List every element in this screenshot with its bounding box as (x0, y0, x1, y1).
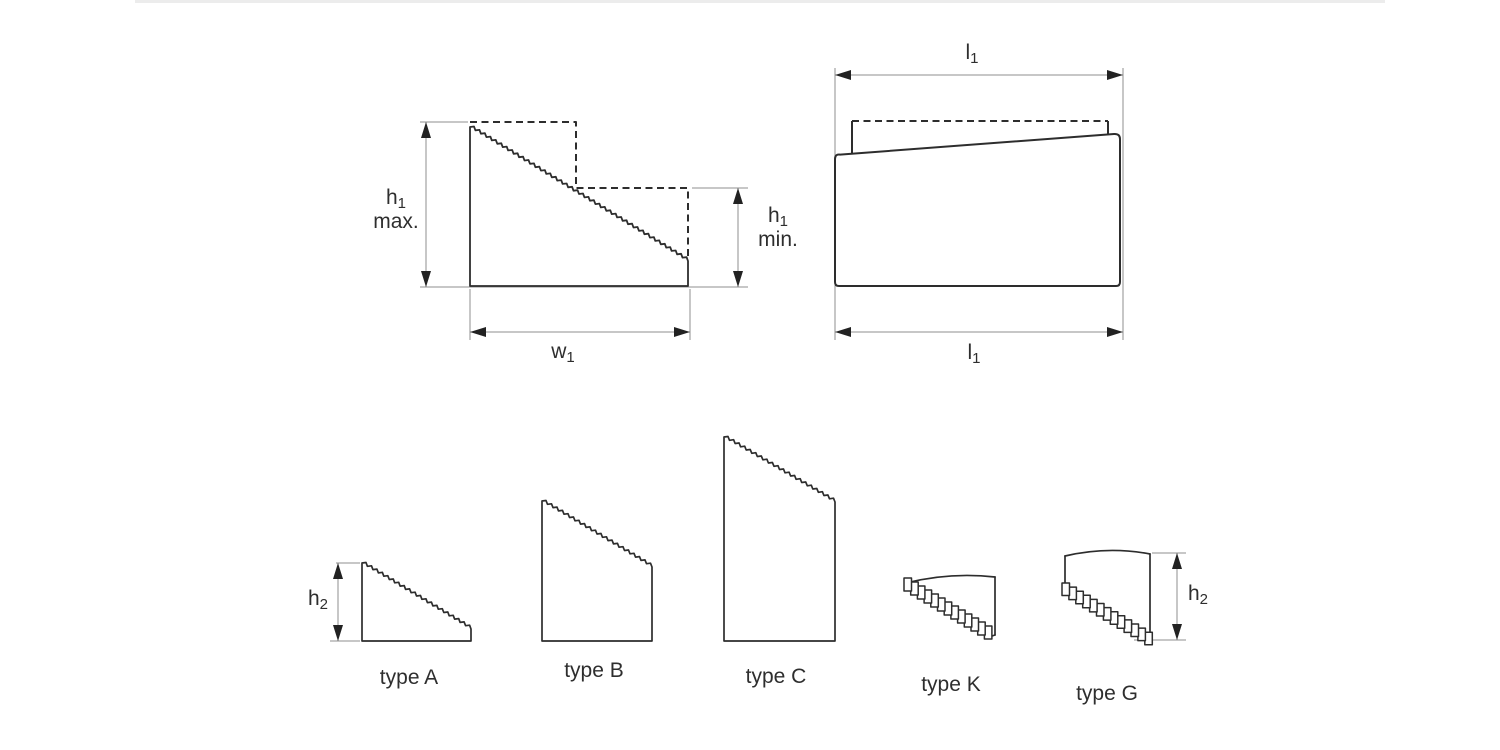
type-k-label: type K (921, 673, 981, 696)
l1-top-label: l1 (965, 41, 979, 67)
type-b-shape (541, 499, 653, 642)
type-b-label: type B (564, 659, 624, 682)
serration-tooth (1061, 582, 1071, 597)
h1-min-label: h1 min. (758, 204, 798, 251)
front-view-dashed-step (470, 121, 689, 260)
solid-shapes (361, 125, 1154, 646)
type-k-teeth (903, 577, 993, 640)
type-g-shape (1064, 549, 1151, 641)
type-a-shape (361, 561, 472, 642)
dashed-outlines (470, 120, 1108, 260)
l1-bottom-label: l1 (967, 341, 981, 367)
front-view-wedge (469, 125, 689, 287)
type-c-shape (723, 435, 836, 642)
side-view-body (834, 132, 1121, 287)
h2-right-label: h2 (1187, 582, 1209, 608)
type-g-label: type G (1076, 682, 1138, 705)
h2-left-label: h2 (307, 587, 329, 613)
w1-label: w1 (551, 340, 575, 366)
type-c-label: type C (745, 665, 807, 688)
dimension-arrowheads (333, 70, 1182, 641)
top-border-strip (135, 0, 1385, 3)
type-g-teeth (1061, 582, 1154, 646)
type-a-label: type A (379, 666, 439, 689)
serration-tooth (903, 577, 913, 592)
h1-max-label: h1 max. (373, 186, 419, 233)
